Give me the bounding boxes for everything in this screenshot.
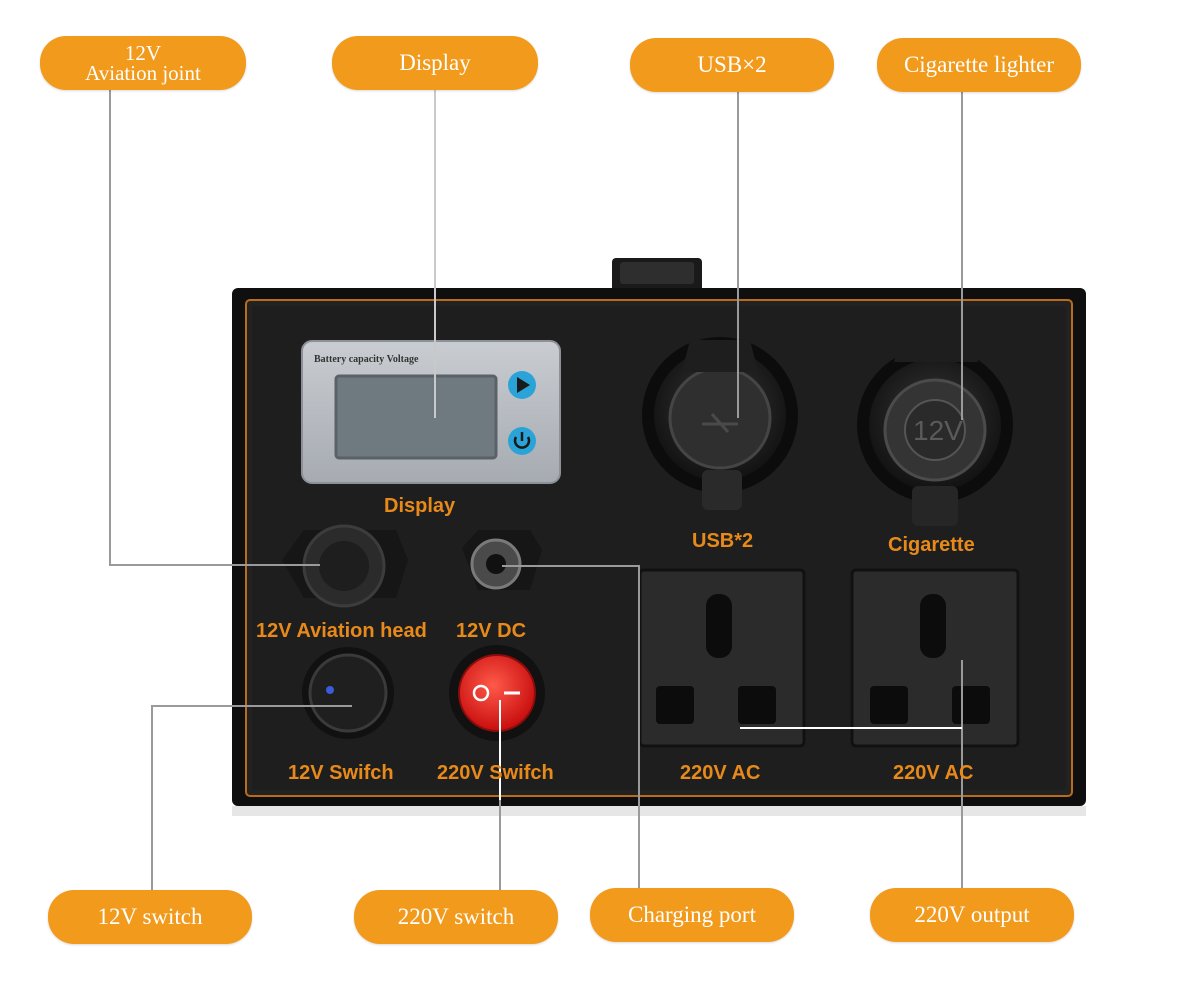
socket-12v-text: 12V xyxy=(913,415,963,446)
callout-aviation-joint-line2: Aviation joint xyxy=(85,61,201,85)
panel-label-usb: USB*2 xyxy=(692,530,754,552)
panel-label-display: Display xyxy=(384,495,456,517)
panel-label-ac-right: 220V AC xyxy=(893,762,974,784)
dc-port xyxy=(462,530,542,590)
callout-cigarette-lighter: Cigarette lighter xyxy=(877,38,1081,92)
panel-label-cigarette: Cigarette xyxy=(888,534,975,556)
switch-220v xyxy=(449,645,545,741)
panel-label-aviation-head: 12V Aviation head xyxy=(256,620,427,642)
panel-label-dc: 12V DC xyxy=(456,620,527,642)
aviation-head-socket xyxy=(282,524,408,608)
callout-display: Display xyxy=(332,36,538,90)
callout-aviation-joint-line1: 12V xyxy=(124,41,162,65)
panel-label-ac-left: 220V AC xyxy=(680,762,761,784)
callout-220v-switch: 220V switch xyxy=(354,890,558,944)
panel-label-switch-12v: 12V Swifch xyxy=(288,762,394,784)
callout-220v-output: 220V output xyxy=(870,888,1074,942)
ac-outlet-left xyxy=(638,568,806,748)
meter-title: Battery capacity Voltage xyxy=(314,354,419,365)
ac-outlet-right xyxy=(850,568,1020,748)
callout-charging-port: Charging port xyxy=(590,888,794,942)
switch-12v xyxy=(302,647,394,739)
callout-aviation-joint: 12V Aviation joint xyxy=(40,36,246,90)
leader-lines xyxy=(109,85,963,892)
battery-meter xyxy=(301,340,561,484)
panel-label-switch-220v: 220V Swifch xyxy=(437,762,554,784)
callout-usb: USB×2 xyxy=(630,38,834,92)
callout-12v-switch: 12V switch xyxy=(48,890,252,944)
usb-socket xyxy=(642,337,798,510)
cigarette-lighter-socket xyxy=(857,330,1013,526)
carry-handle xyxy=(612,258,702,292)
